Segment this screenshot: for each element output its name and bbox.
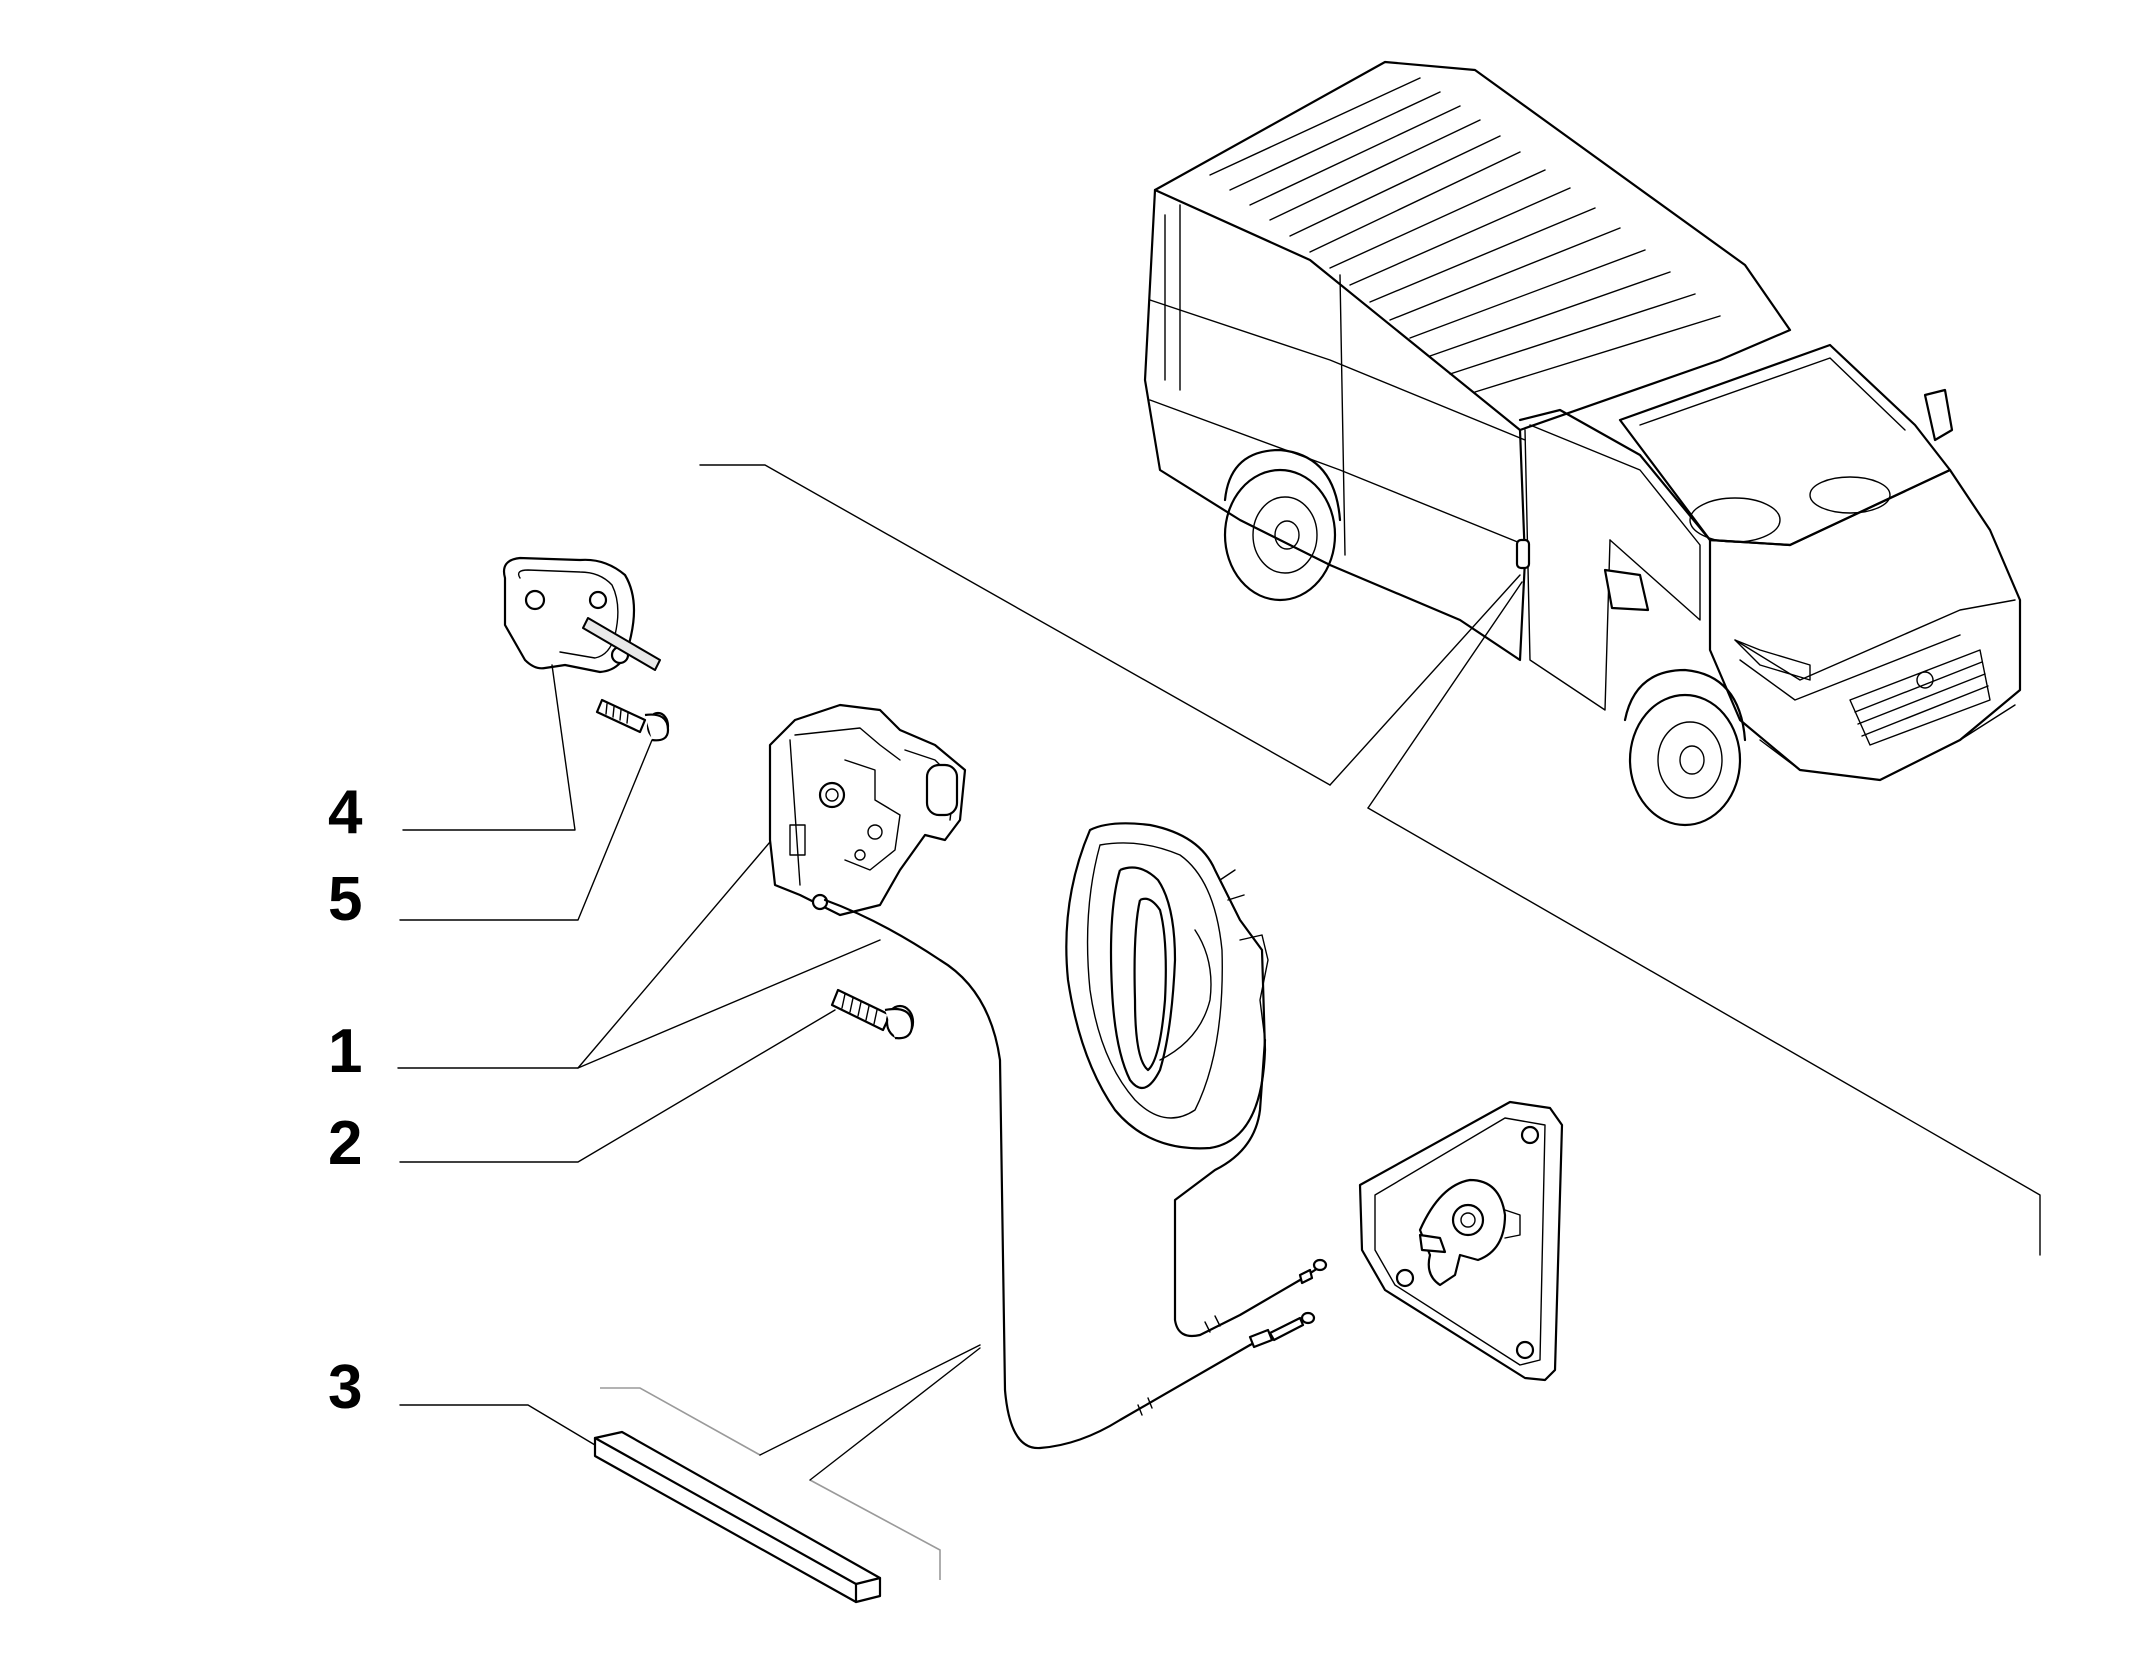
label-1: 1 (328, 1017, 362, 1086)
inner-door-handle (1065, 822, 1269, 1150)
part-1-lock (768, 703, 967, 917)
label-3: 3 (328, 1353, 362, 1422)
part-2-screw (830, 988, 915, 1040)
van-illustration (1143, 60, 2022, 827)
door-lock-plate (1358, 1100, 1564, 1382)
front-wheel (1628, 693, 1742, 827)
label-2: 2 (328, 1109, 362, 1178)
part-3-assembly-lines (600, 1387, 941, 1580)
part-4-bracket (502, 556, 661, 674)
label-4: 4 (328, 778, 363, 847)
part-3-strip (593, 1430, 882, 1604)
part-labels: 4 5 1 2 3 (328, 778, 363, 1422)
cable-ends (1248, 1258, 1328, 1349)
callout-lines (699, 464, 2041, 1256)
label-5: 5 (328, 865, 362, 934)
rear-wheel (1223, 468, 1337, 602)
part-5-bolt (595, 698, 670, 742)
leader-lines (397, 664, 881, 1446)
